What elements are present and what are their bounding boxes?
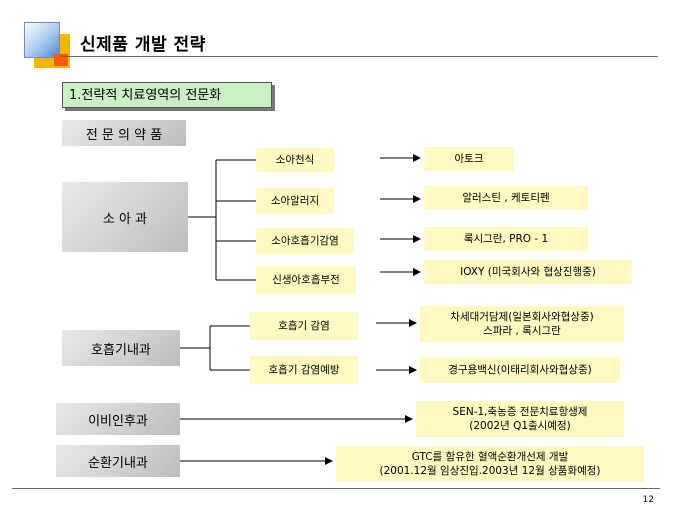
product-neonatal: IOXY (미국회사와 협상진행중)	[424, 260, 632, 284]
product-allergy: 알러스틴 , 케토티펜	[424, 186, 588, 210]
product-resp-infection: 록시그란, PRO - 1	[424, 227, 588, 251]
product-ent: SEN-1,축농증 전문치료항생제 (2002년 Q1출시예정)	[416, 401, 624, 437]
page-number: 12	[642, 495, 654, 505]
footer-divider	[12, 488, 660, 489]
specialty-header: 전 문 의 약 품	[62, 120, 186, 146]
disease-resp-prevention: 호흡기 감염예방	[250, 356, 358, 384]
logo-icon	[24, 22, 72, 68]
department-cardio: 순환기내과	[56, 445, 180, 477]
department-respiratory: 호흡기내과	[62, 330, 180, 366]
disease-resp-infection: 소아호흡기감염	[256, 228, 354, 254]
title-divider	[60, 56, 658, 57]
disease-allergy: 소아알러지	[256, 188, 334, 214]
product-resp-adult: 차세대거담제(일본회사와협상중) 스파라 , 록시그란	[420, 306, 624, 342]
product-asthma: 아토크	[424, 147, 514, 171]
product-resp-prevention: 경구용백신(이태리회사와협상중)	[420, 357, 620, 383]
page-title: 신제품 개발 전략	[80, 35, 206, 55]
section-label: 1.전략적 치료영역의 전문화	[62, 82, 272, 108]
disease-asthma: 소아천식	[256, 148, 334, 172]
disease-neonatal: 신생아호흡부전	[256, 266, 356, 294]
department-pediatrics: 소 아 과	[62, 182, 188, 252]
department-ent: 이비인후과	[56, 403, 180, 435]
product-cardio: GTC를 함유한 혈액순환개선제 개발 (2001.12월 임상진입.2003년…	[336, 446, 644, 482]
disease-resp-adult: 호흡기 감염	[250, 312, 358, 340]
